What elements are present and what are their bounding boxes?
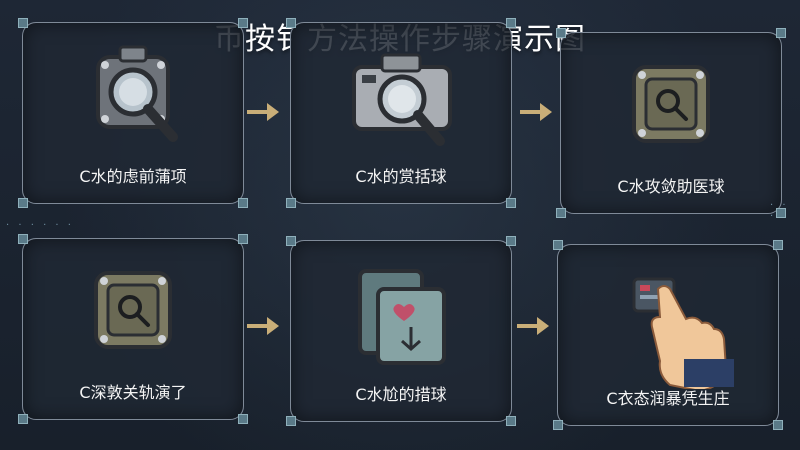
panel-corner <box>556 28 566 38</box>
step-label: C水攻敛助医球 <box>617 177 725 196</box>
panel-corner <box>773 420 783 430</box>
step-panel-3: C水攻敛助医球 <box>556 28 786 218</box>
step-label: C深敦关轨演了 <box>79 383 187 402</box>
step-label: C衣态润暴凭生庄 <box>606 389 730 408</box>
panel-corner <box>553 420 563 430</box>
step-panel-5: C水尬的措球 <box>286 236 516 426</box>
panel-corner <box>773 240 783 250</box>
folder-stack-icon <box>358 269 446 365</box>
panel-corner <box>286 198 296 208</box>
camera-magnifier-icon <box>96 45 178 142</box>
panel-corner <box>238 18 248 28</box>
step-label: C水的虑前蒲项 <box>79 167 187 186</box>
panel-corner <box>776 208 786 218</box>
panel-corner <box>506 18 516 28</box>
step-panel-4: C深敦关轨演了 <box>18 234 248 424</box>
arrow-right-icon <box>520 103 552 121</box>
panel-corner <box>286 18 296 28</box>
step-panel-6: C衣态润暴凭生庄 <box>553 240 783 430</box>
step-panel-2: C水的赏括球 <box>286 18 516 208</box>
panel-corner <box>506 236 516 246</box>
panel-corner <box>286 416 296 426</box>
panel-corner <box>18 234 28 244</box>
decorative-dots: · · · <box>770 200 789 222</box>
panel-corner <box>18 414 28 424</box>
decorative-dots: · · · · · · <box>6 220 74 231</box>
panel-corner <box>238 234 248 244</box>
panel-corner <box>506 198 516 208</box>
arrow-right-icon <box>247 103 279 121</box>
panel-corner <box>556 208 566 218</box>
panel-corner <box>18 18 28 28</box>
panel-corner <box>238 414 248 424</box>
panel-corner <box>506 416 516 426</box>
panel-corner <box>776 28 786 38</box>
device-magnifier-icon <box>94 271 172 349</box>
step-label: C水尬的措球 <box>355 385 447 404</box>
panel-corner <box>553 240 563 250</box>
hand-pointer-icon <box>632 277 734 389</box>
device-magnifier-icon <box>632 65 710 143</box>
panel-corner <box>18 198 28 208</box>
panel-corner <box>286 236 296 246</box>
camera-magnifier-icon <box>352 53 452 146</box>
step-label: C水的赏括球 <box>355 167 447 186</box>
arrow-right-icon <box>247 317 279 335</box>
step-panel-1: C水的虑前蒲项 <box>18 18 248 208</box>
arrow-right-icon <box>517 317 549 335</box>
panel-corner <box>238 198 248 208</box>
